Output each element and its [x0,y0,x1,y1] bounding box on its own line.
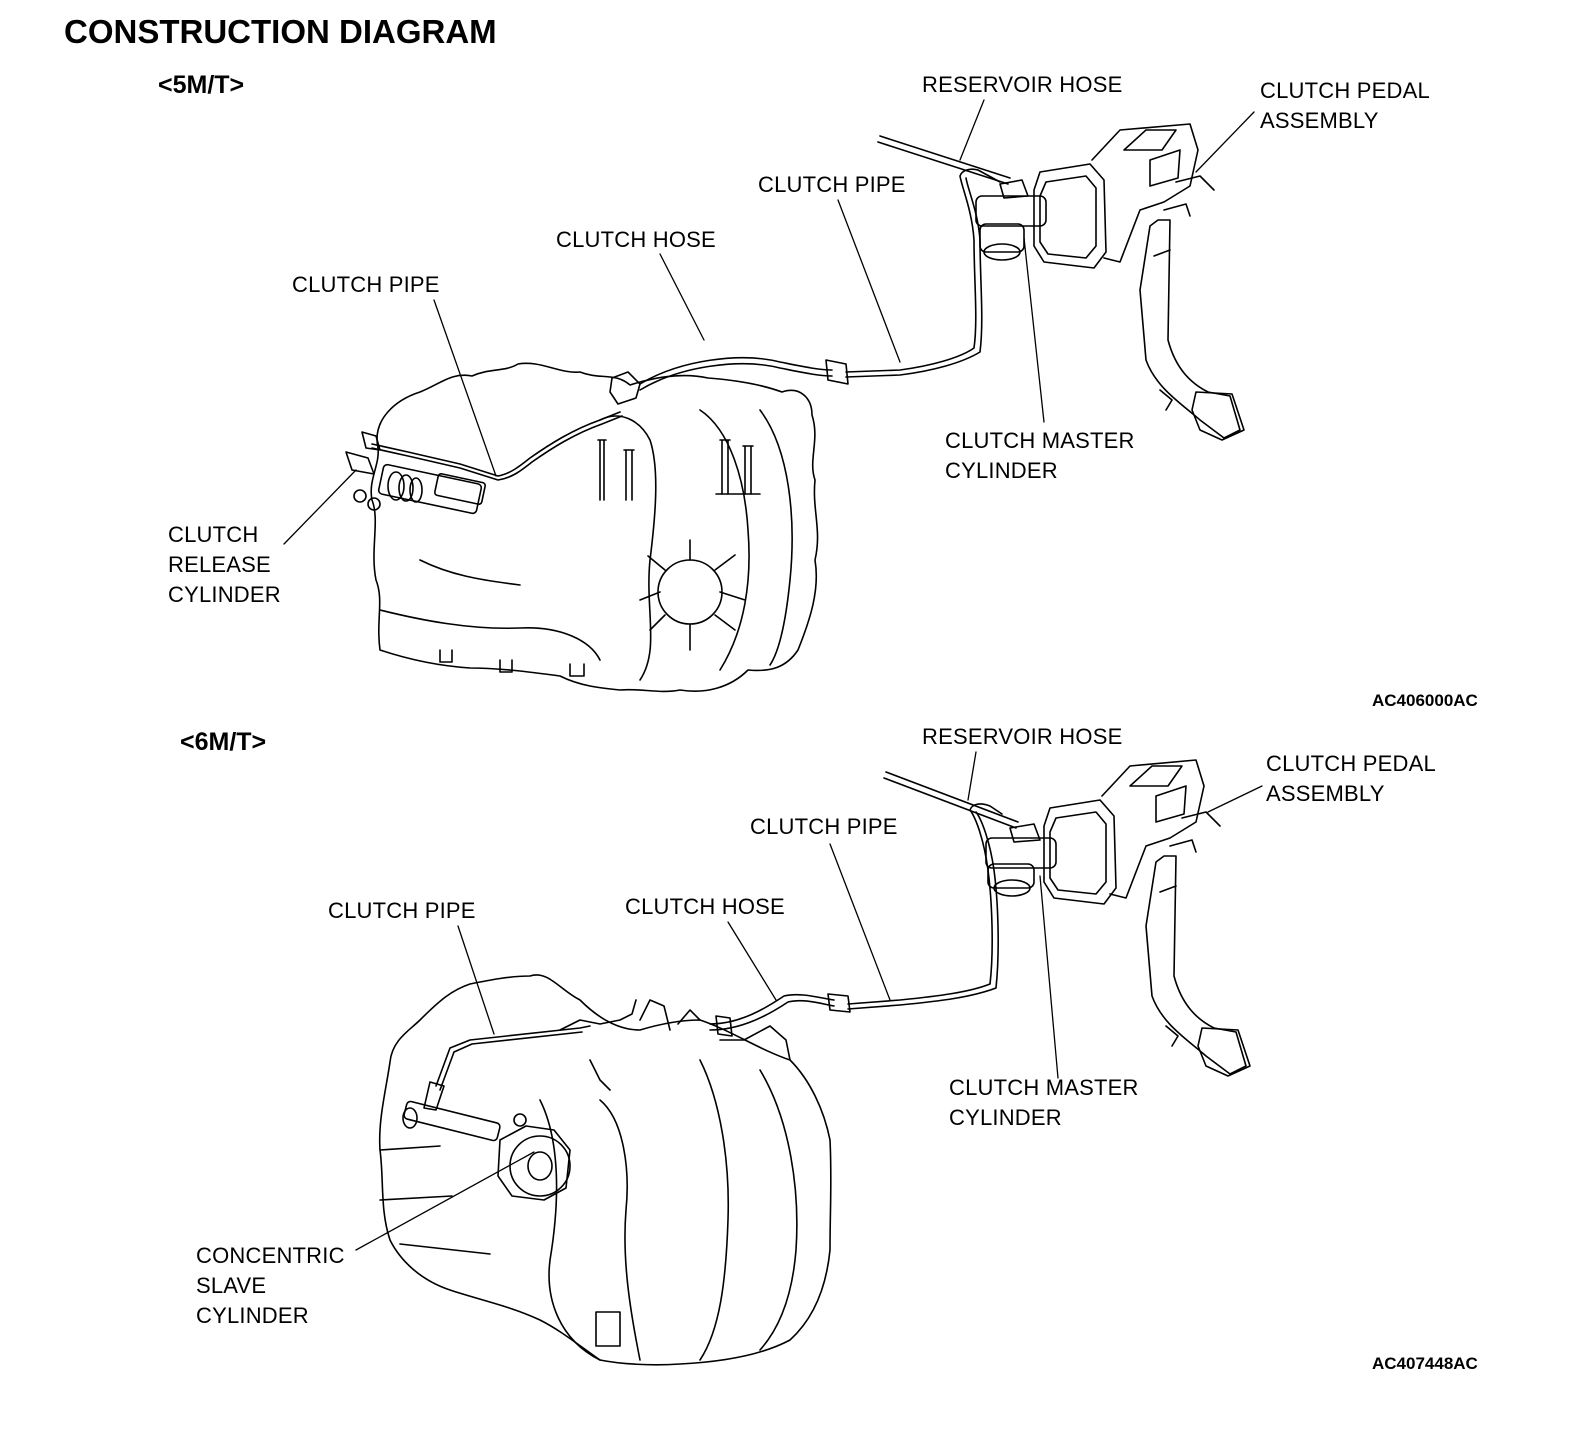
label-clutch-pedal-assembly-5mt-line1: CLUTCH PEDAL [1260,78,1430,103]
label-clutch-pedal-assembly-5mt-line2: ASSEMBLY [1260,108,1379,133]
clutch-master-cylinder-6mt-shape [883,771,1057,897]
variant-label-6mt: <6M/T> [180,728,267,756]
label-clutch-pedal-assembly-6mt-line1: CLUTCH PEDAL [1266,751,1436,776]
label-clutch-hose-6mt: CLUTCH HOSE [625,894,785,919]
clutch-release-cylinder-5mt-shape [345,431,487,515]
concentric-slave-cylinder-6mt-shape [402,1100,571,1201]
leader-lines-5mt [283,99,1255,545]
label-clutch-release-cylinder-5mt-line2: RELEASE [168,552,271,577]
label-clutch-master-cylinder-5mt-line2: CYLINDER [945,458,1058,483]
clutch-line-5mt [371,168,1001,481]
page-title: CONSTRUCTION DIAGRAM [64,13,497,50]
label-clutch-master-cylinder-5mt-line1: CLUTCH MASTER [945,428,1135,453]
label-concentric-slave-cylinder-6mt-line1: CONCENTRIC [196,1243,345,1268]
label-clutch-pipe-upper-5mt: CLUTCH PIPE [758,172,906,197]
label-clutch-pipe-upper-6mt: CLUTCH PIPE [750,814,898,839]
label-clutch-pedal-assembly-6mt-line2: ASSEMBLY [1266,781,1385,806]
label-clutch-release-cylinder-5mt-line1: CLUTCH [168,522,259,547]
label-clutch-pipe-lower-6mt: CLUTCH PIPE [328,898,476,923]
label-clutch-hose-5mt: CLUTCH HOSE [556,227,716,252]
label-clutch-pipe-lower-5mt: CLUTCH PIPE [292,272,440,297]
variant-label-5mt: <5M/T> [158,71,245,99]
transaxle-6mt [378,974,832,1366]
clutch-pedal-assembly-5mt-shape [1033,123,1245,441]
label-clutch-master-cylinder-6mt-line1: CLUTCH MASTER [949,1075,1139,1100]
clutch-line-6mt [423,803,1003,1111]
leader-lines-6mt [355,751,1263,1251]
clutch-master-cylinder-5mt-shape [877,135,1047,261]
label-reservoir-hose-6mt: RESERVOIR HOSE [922,724,1123,749]
transaxle-5mt [370,362,819,693]
clutch-pedal-assembly-6mt-shape [1043,759,1251,1077]
label-concentric-slave-cylinder-6mt-line2: SLAVE [196,1273,267,1298]
figure-code-6mt: AC407448AC [1372,1354,1478,1373]
label-reservoir-hose-5mt: RESERVOIR HOSE [922,72,1123,97]
figure-code-5mt: AC406000AC [1372,691,1478,710]
label-clutch-master-cylinder-6mt-line2: CYLINDER [949,1105,1062,1130]
label-clutch-release-cylinder-5mt-line3: CYLINDER [168,582,281,607]
label-concentric-slave-cylinder-6mt-line3: CYLINDER [196,1303,309,1328]
